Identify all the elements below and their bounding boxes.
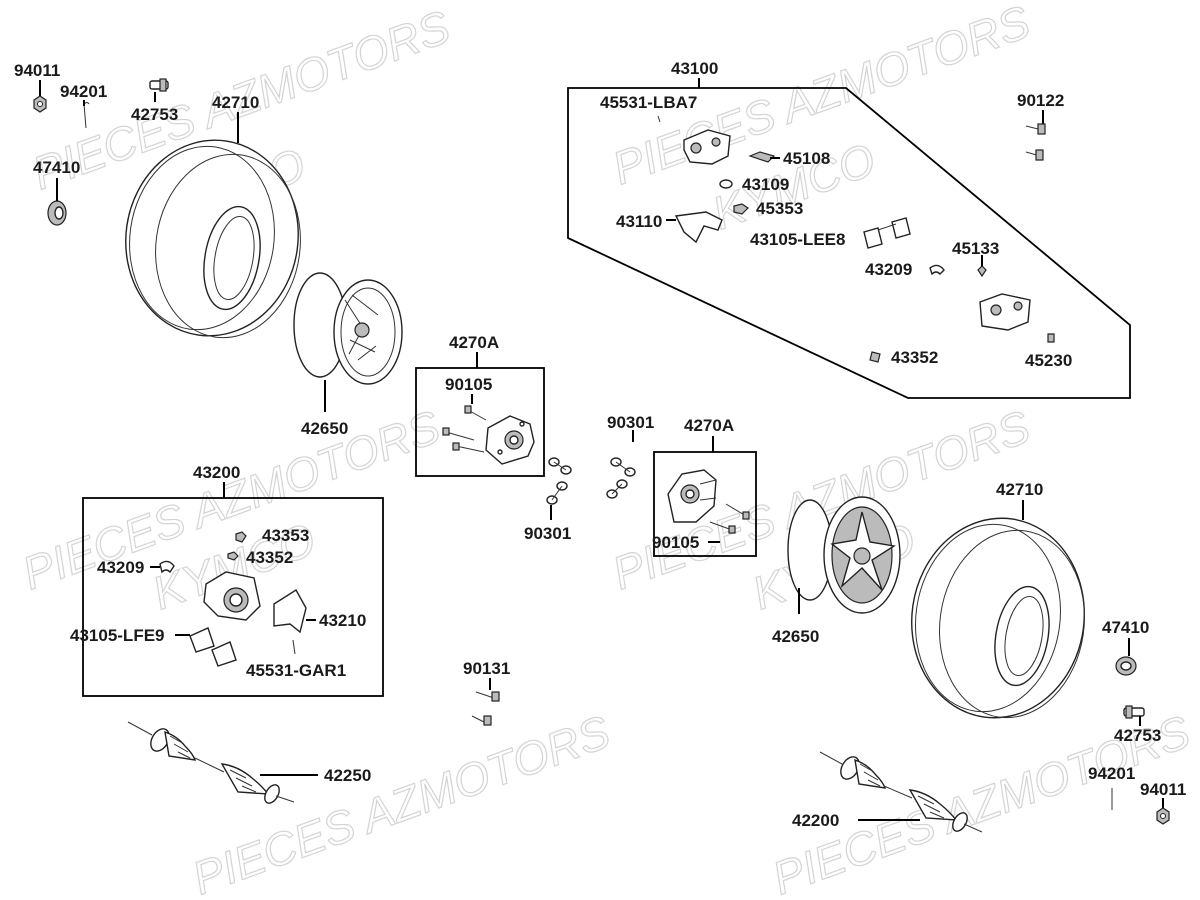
part-label-43352-left: 43352: [246, 548, 293, 567]
part-45108: [748, 151, 776, 163]
valve-42753-right: [1123, 705, 1145, 719]
part-label-90105-right: 90105: [652, 533, 699, 552]
group-label-43200: 43200: [193, 463, 240, 482]
caliper-group-43200-box: [82, 497, 384, 697]
group-label-4270A-right: 4270A: [684, 416, 734, 435]
caliper-group-43100-outline: [567, 87, 1131, 399]
part-label-42250: 42250: [324, 766, 371, 785]
brake-pads-43105-LFE9: [189, 627, 237, 667]
hub-group-box-right: [653, 451, 757, 557]
part-label-94011: 94011: [14, 61, 60, 80]
part-45531-GAR1: [292, 639, 296, 655]
part-label-90301-top: 90301: [607, 413, 654, 432]
watermark-group: PIECES AZMOTORS KYMCO PIECES AZMOTORS KY…: [15, 0, 1197, 900]
bracket-43210: [273, 589, 307, 634]
part-label-42650: 42650: [301, 419, 348, 438]
part-label-42650-right: 42650: [772, 627, 819, 646]
rim-42650-right: [787, 496, 901, 614]
hub-flange-right: [667, 469, 717, 523]
part-label-42710-right: 42710: [996, 480, 1043, 499]
hub-group-box-left: [415, 367, 545, 477]
cap-47410-right: [1115, 656, 1137, 676]
part-label-43209-right: 43209: [865, 260, 912, 279]
part-label-42710: 42710: [212, 93, 259, 112]
group-label-4270A-left: 4270A: [449, 333, 499, 352]
part-43209-left: [159, 560, 175, 574]
part-label-45353: 45353: [756, 199, 803, 218]
part-label-43209-left: 43209: [97, 558, 144, 577]
part-45133: [977, 265, 987, 278]
part-label-43105-LEE8: 43105-LEE8: [750, 230, 845, 249]
part-label-42753-right: 42753: [1114, 726, 1161, 745]
bracket-43110: [674, 211, 723, 244]
valve-42753-top-left: [149, 78, 169, 92]
part-label-42753: 42753: [131, 105, 178, 124]
part-45230: [1047, 333, 1055, 343]
part-label-90301-bottom: 90301: [524, 524, 571, 543]
part-label-45531-GAR1: 45531-GAR1: [246, 661, 346, 680]
part-label-90105-left: 90105: [445, 375, 492, 394]
part-label-94201-right: 94201: [1088, 764, 1135, 783]
part-label-43352-right: 43352: [891, 348, 938, 367]
part-43352-left: [227, 551, 239, 561]
rim-42650-left: [293, 272, 403, 385]
cap-47410-top-left: [47, 200, 67, 226]
part-label-45230: 45230: [1025, 351, 1072, 370]
part-43353-left: [235, 531, 247, 543]
part-label-43105-LFE9: 43105-LFE9: [70, 626, 165, 645]
part-45353: [733, 203, 749, 215]
part-label-47410: 47410: [33, 158, 80, 177]
watermark-text: PIECES AZMOTORS: [186, 705, 617, 900]
part-label-43353-left: 43353: [262, 526, 309, 545]
bolts-90131: [471, 691, 500, 726]
drive-shaft-42250-left: [127, 721, 295, 804]
part-label-94201: 94201: [60, 82, 107, 101]
group-label-43100: 43100: [671, 59, 718, 78]
nut-94011-top-left: [33, 95, 47, 113]
washer-nut-set-left: [546, 457, 572, 505]
part-label-94011-right: 94011: [1140, 780, 1186, 799]
part-label-90131: 90131: [463, 659, 510, 678]
part-label-43109: 43109: [742, 175, 789, 194]
tire-42710-right: [911, 517, 1085, 719]
part-label-43110: 43110: [616, 212, 662, 231]
part-label-45108: 45108: [783, 149, 830, 168]
bolts-90122: [1025, 123, 1046, 161]
part-label-42200: 42200: [792, 811, 839, 830]
washer-nut-set-right: [606, 457, 636, 499]
caliper-body-upper: [683, 129, 731, 165]
hub-bolts-left: [442, 405, 487, 453]
part-label-90122: 90122: [1017, 91, 1064, 110]
hub-flange-left: [485, 415, 535, 465]
pin-94201-top-left: [83, 102, 90, 129]
drive-shaft-42200-right: [819, 751, 983, 833]
caliper-body-left: [203, 571, 261, 621]
part-label-43210: 43210: [319, 611, 366, 630]
part-43109: [719, 179, 733, 189]
nut-94011-right: [1156, 807, 1170, 825]
part-label-47410-right: 47410: [1102, 618, 1149, 637]
part-label-45531-LBA7: 45531-LBA7: [600, 93, 697, 112]
part-43209-right: [929, 264, 945, 276]
tire-42710-left: [125, 139, 301, 339]
brake-pads-43105-LEE8: [863, 217, 911, 249]
part-43352-right: [869, 351, 881, 363]
part-label-45133: 45133: [952, 239, 999, 258]
hub-bolts-right: [709, 503, 750, 534]
caliper-body-lower: [979, 293, 1031, 331]
